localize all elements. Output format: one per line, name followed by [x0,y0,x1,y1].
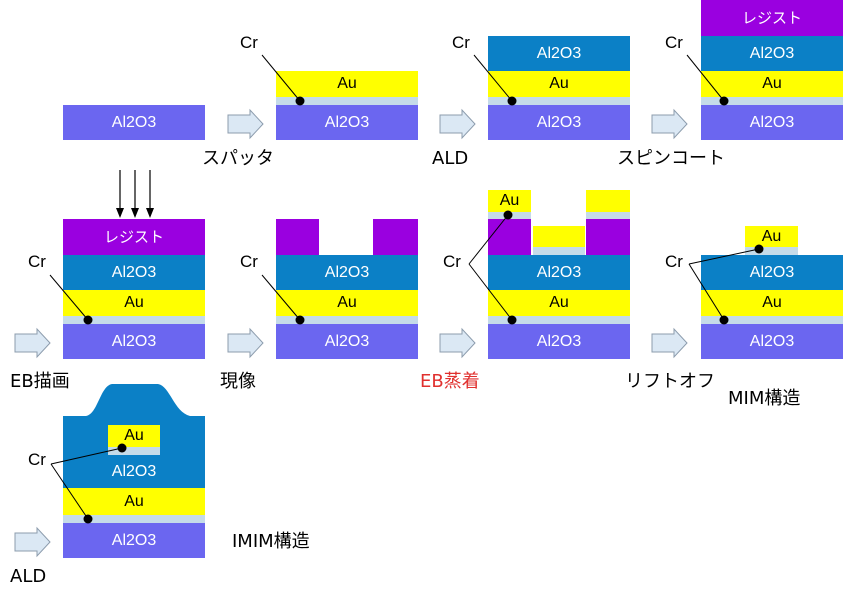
ald-al2o3-layer: Al2O3 [701,36,843,71]
cr-layer [276,316,418,324]
ald-al2o3-layer: Al2O3 [63,255,205,290]
step-label-sputter: スパッタ [202,148,274,169]
step-label-spin-coat: スピンコート [617,148,725,169]
cr-layer [701,97,843,105]
au-layer: Au [276,290,418,316]
step-label-develop: 現像 [220,371,256,392]
ald-al2o3-label: Al2O3 [111,462,157,480]
resist-pattern-left [488,219,531,255]
resist-pattern-left [276,219,319,255]
ald-al2o3-layer: Al2O3 [488,36,630,71]
cr-label: Cr [452,33,470,52]
au-top-electrode: Au [745,226,798,247]
ald-al2o3-layer: Al2O3 [276,255,418,290]
substrate-al2o3: Al2O3 [63,324,205,359]
substrate-al2o3: Al2O3 [488,105,630,140]
step-label-ald: ALD [432,148,469,169]
cr-layer [488,316,630,324]
cr-top-electrode [108,447,160,455]
au-layer: Au [488,71,630,97]
au-layer: Au [63,290,205,316]
structure-label-mim: MIM構造 [728,388,801,409]
cr-label: Cr [443,252,461,271]
au-layer: Au [276,71,418,97]
cr-label: Cr [240,33,258,52]
ald-al2o3-layer: Al2O3 [701,255,843,290]
step-label-eb-evaporation: EB蒸着 [420,371,480,392]
resist-layer: レジスト [701,0,843,36]
cr-label: Cr [240,252,258,271]
cr-layer [63,316,205,324]
cr-layer [63,515,205,523]
au-on-resist-left: Au [488,190,531,212]
substrate-al2o3: Al2O3 [488,324,630,359]
step-label-liftoff: リフトオフ [625,371,715,392]
cr-label: Cr [665,252,683,271]
au-layer: Au [701,290,843,316]
au-top-electrode [533,226,585,247]
step-label-ald-final: ALD [10,566,47,587]
cr-layer [701,316,843,324]
resist-layer: レジスト [63,219,205,255]
cr-top-electrode [533,247,585,255]
cr-on-resist-left [488,212,531,219]
substrate-al2o3: Al2O3 [276,324,418,359]
substrate-al2o3: Al2O3 [701,324,843,359]
au-layer: Au [488,290,630,316]
structure-label-imim: IMIM構造 [232,531,310,552]
substrate-al2o3: Al2O3 [63,105,205,140]
substrate-al2o3: Al2O3 [276,105,418,140]
cr-label: Cr [28,450,46,469]
au-layer: Au [63,488,205,515]
au-layer: Au [701,71,843,97]
substrate-al2o3: Al2O3 [63,523,205,558]
cr-label: Cr [665,33,683,52]
cr-layer [488,97,630,105]
cr-layer [276,97,418,105]
cr-on-resist-right [586,212,630,219]
au-top-electrode: Au [108,425,160,447]
ald-al2o3-layer: Al2O3 [488,255,630,290]
cr-top-electrode [745,247,798,255]
substrate-al2o3: Al2O3 [701,105,843,140]
au-on-resist-right [586,190,630,212]
resist-pattern-right [586,219,630,255]
resist-pattern-right [373,219,418,255]
cr-label: Cr [28,252,46,271]
step-label-eb-lithography: EB描画 [10,371,70,392]
